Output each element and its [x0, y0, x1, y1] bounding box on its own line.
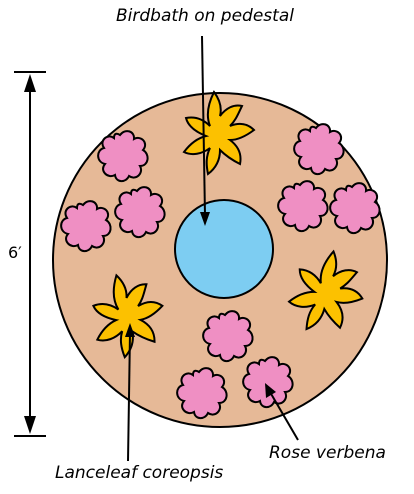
- dimension-label: 6′: [8, 243, 22, 262]
- verbena-plant: [278, 181, 327, 231]
- verbena-plant: [294, 124, 343, 174]
- lanceleaf-label: Lanceleaf coreopsis: [55, 463, 223, 483]
- verbena-plant: [115, 187, 164, 237]
- verbena-plant: [203, 311, 252, 361]
- verbena-plant: [177, 368, 226, 418]
- verbena-plant: [243, 357, 292, 407]
- birdbath-label: Birdbath on pedestal: [116, 6, 294, 26]
- verbena-plant: [330, 183, 379, 233]
- verbena-plant: [98, 131, 147, 181]
- rose-verbena-label: Rose verbena: [269, 443, 386, 463]
- verbena-plant: [61, 201, 110, 251]
- birdbath-circle: [175, 200, 273, 298]
